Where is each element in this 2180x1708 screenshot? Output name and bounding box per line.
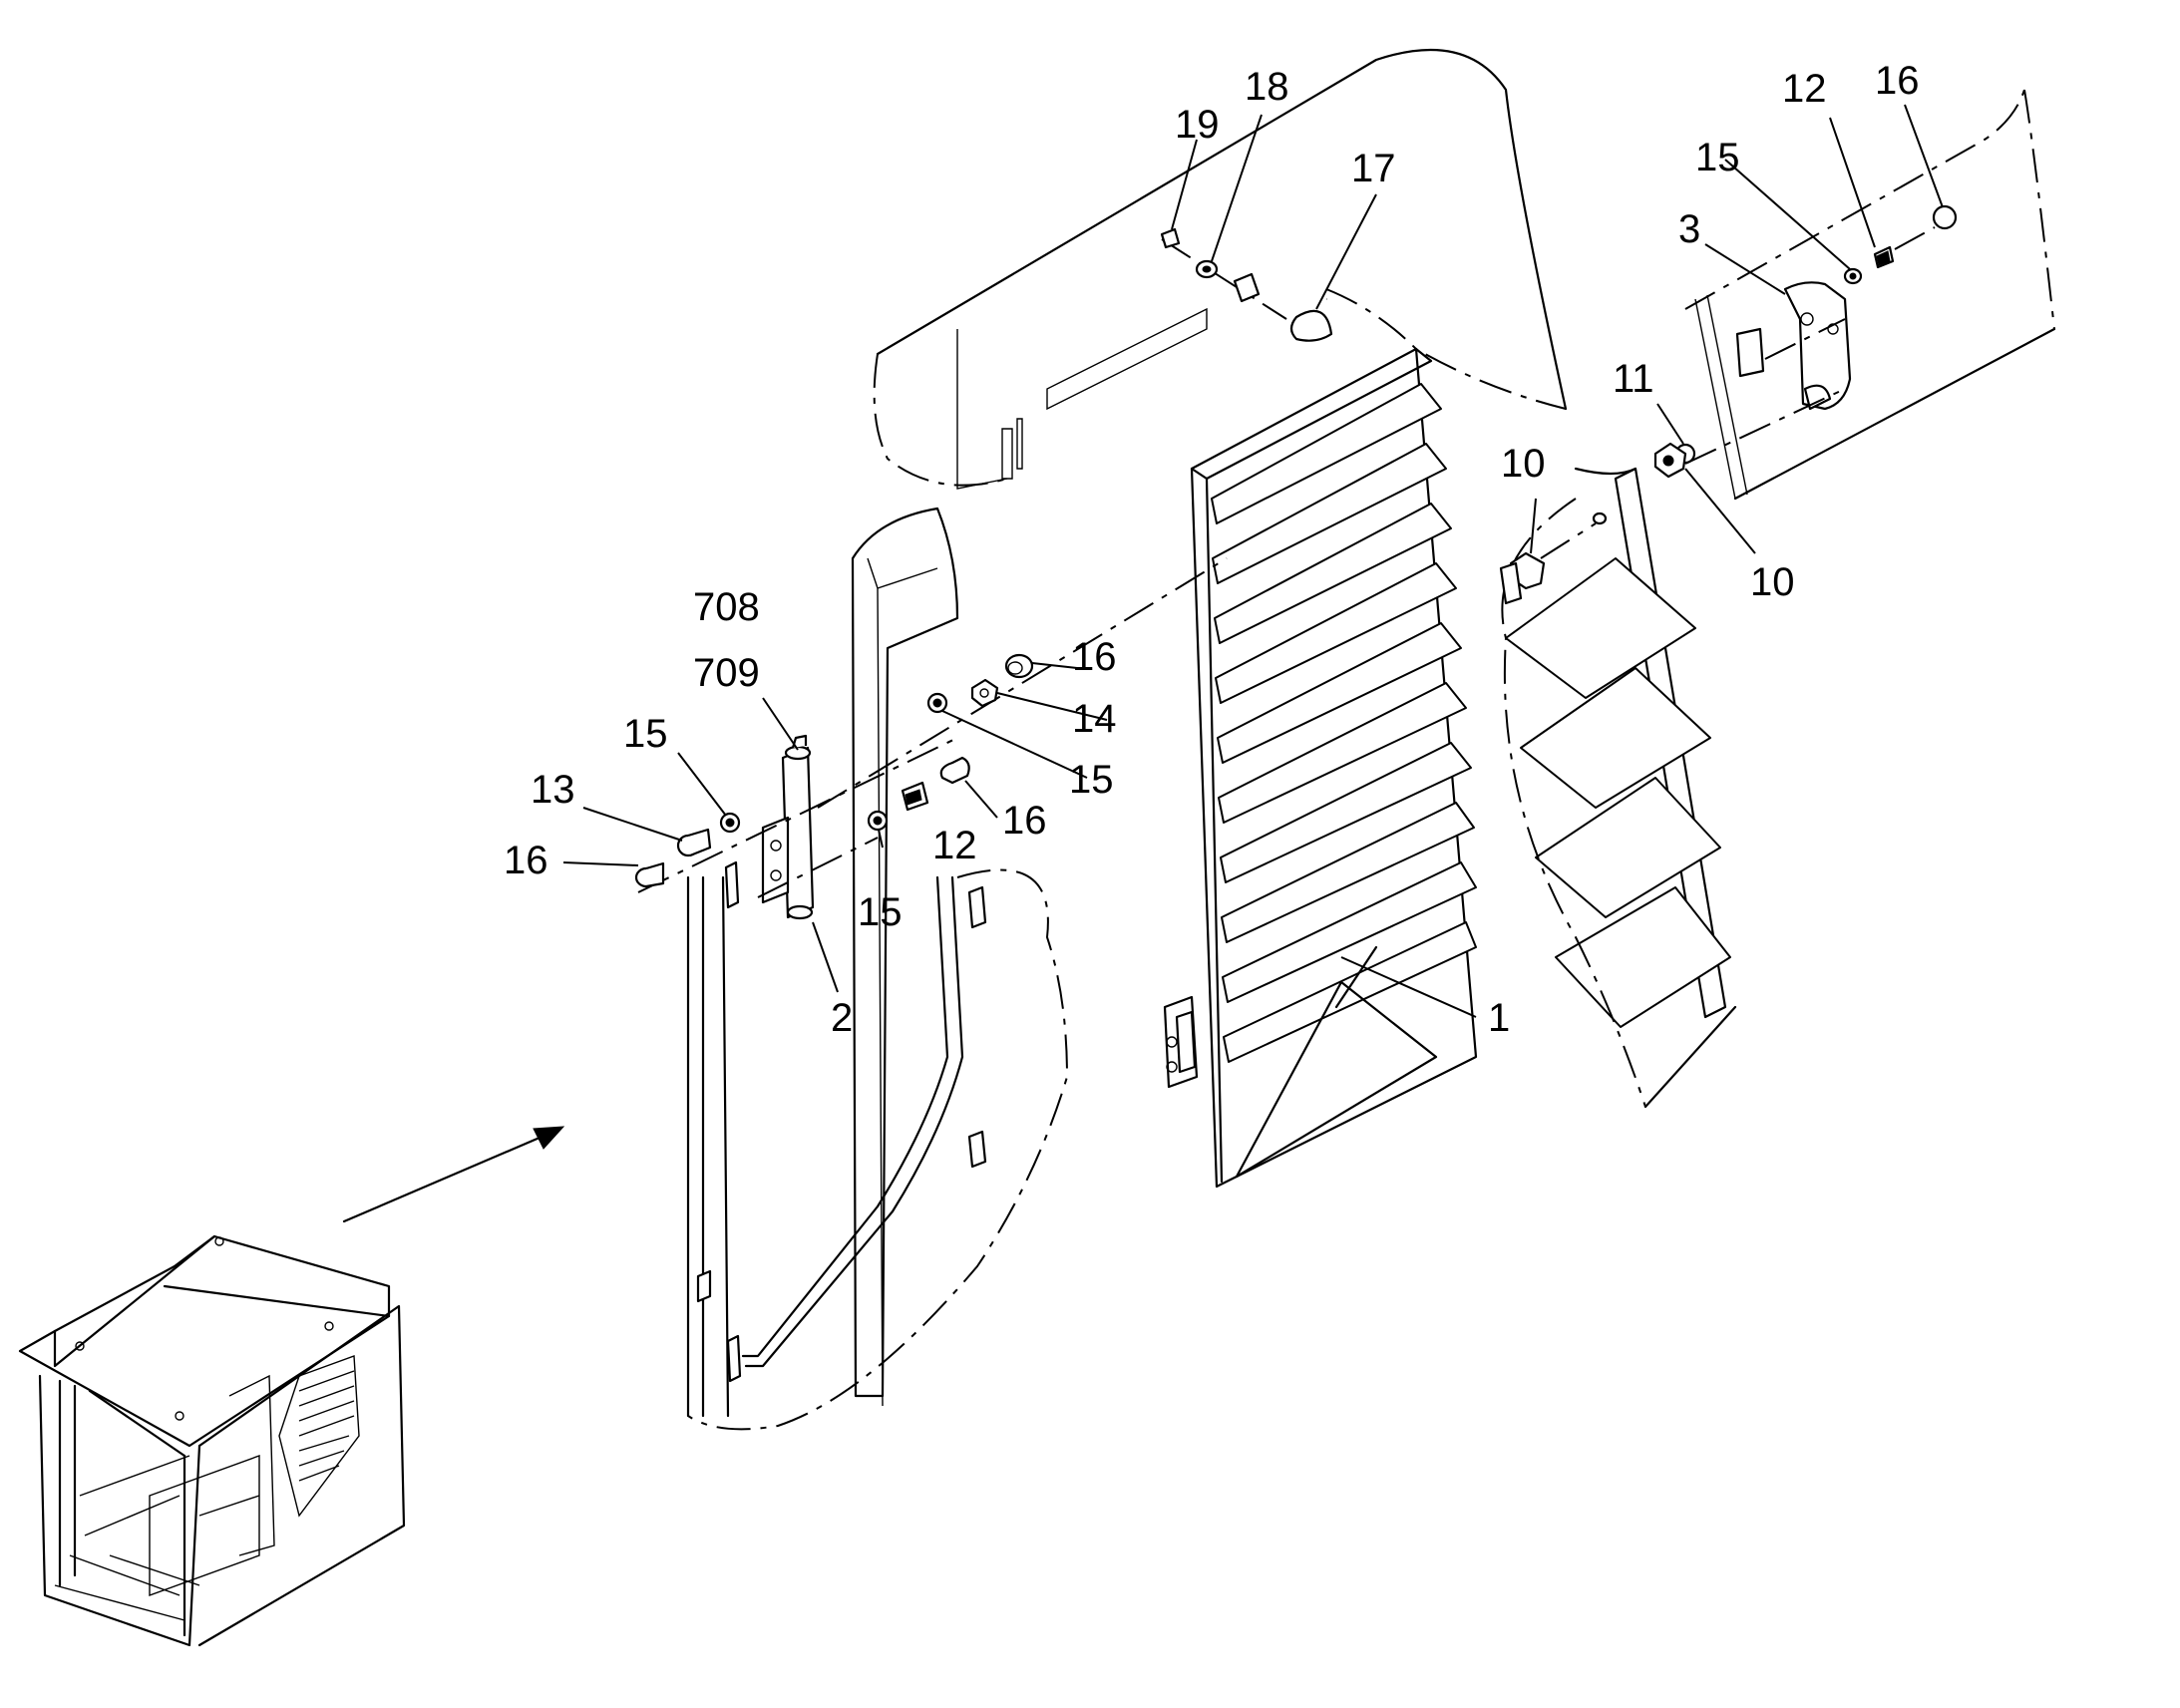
door-frame-left (686, 507, 1069, 1431)
right-side-panel-outline (1684, 89, 2056, 501)
callout-709: 709 (693, 651, 760, 695)
roof-panel-outline (873, 48, 1568, 490)
callout-10a: 10 (1501, 442, 1546, 486)
leader-lines (562, 104, 1944, 1018)
callout-16a: 16 (1875, 59, 1920, 103)
cab-overview (18, 1234, 406, 1647)
callout-2: 2 (831, 996, 853, 1040)
hinge-assembly (761, 734, 815, 920)
hardware-top (1160, 227, 1333, 342)
callout-14: 14 (1072, 697, 1117, 741)
callout-10b: 10 (1750, 560, 1795, 604)
callout-19: 19 (1175, 103, 1220, 147)
callout-13: 13 (531, 768, 575, 812)
callout-1: 1 (1488, 996, 1510, 1040)
callout-12b: 12 (932, 824, 977, 867)
callout-16d: 16 (504, 839, 548, 882)
rear-louver-grille (1501, 467, 1737, 1109)
hardware-right (1499, 204, 1958, 605)
hardware-left (634, 557, 1228, 898)
callout-16c: 16 (1002, 799, 1047, 843)
callout-15a: 15 (1695, 136, 1740, 179)
callout-708: 708 (693, 585, 760, 629)
callout-11: 11 (1613, 357, 1654, 401)
louver-door-assembly (1163, 347, 1478, 1189)
overview-arrow (342, 1126, 565, 1223)
callout-15c: 15 (1069, 758, 1114, 802)
callout-18: 18 (1245, 65, 1289, 109)
callout-17: 17 (1351, 147, 1396, 190)
callout-16b: 16 (1072, 635, 1117, 679)
callout-12a: 12 (1782, 67, 1827, 111)
callout-15b: 15 (623, 712, 668, 756)
callout-15d: 15 (858, 890, 903, 934)
callout-3: 3 (1678, 207, 1700, 251)
callout-labels: 1 2 3 10 10 11 12 12 13 14 15 15 15 15 1… (504, 59, 1920, 1040)
